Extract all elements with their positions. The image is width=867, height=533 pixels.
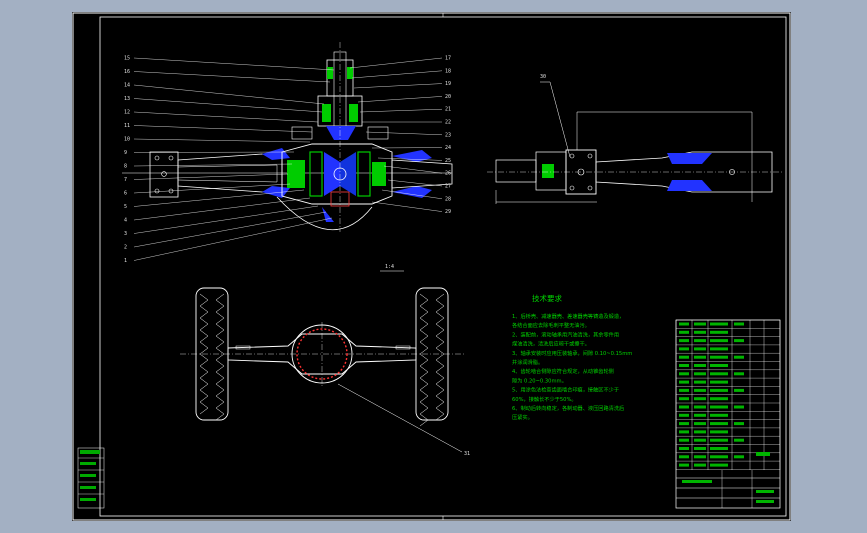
tech-req-line: 3、轴承安装时应用压装轴承，间隙 0.10~0.15mm — [512, 349, 632, 357]
part-number-label: 8 — [124, 164, 127, 170]
tech-req-line: 6、制动后转向稳定，各制动器、液压回路清洗后 — [512, 404, 624, 412]
part-number-label: 2 — [124, 245, 127, 251]
part-number-label: 25 — [445, 158, 451, 164]
part-number-label: 12 — [124, 110, 130, 116]
parts-list-table — [675, 319, 781, 509]
part-number-callouts-left: 15 16 14 13 12 11 10 9 8 7 6 5 4 3 2 1 — [124, 56, 335, 264]
part-number-label: 22 — [445, 120, 451, 126]
tech-req-line: 压紧实。 — [512, 413, 533, 421]
part-number-label: 14 — [124, 83, 130, 89]
part-number-label: 24 — [445, 145, 451, 151]
tech-req-line: 5、用涂色法检查齿面啮合印痕，接触区不少于 — [512, 386, 619, 394]
part-number-label: 13 — [124, 96, 130, 102]
part-number-label: 11 — [124, 123, 130, 129]
part-number-label: 3 — [124, 231, 127, 237]
revision-stamp-box — [77, 447, 105, 509]
tech-req-line: 60%，接触长不少于50%。 — [512, 395, 577, 403]
part-number-label: 1 — [124, 258, 127, 264]
tech-req-line: 煤油清洗，清洗后应晾干或擦干。 — [512, 340, 590, 348]
side-view-part-number: 30 — [540, 74, 546, 80]
axle-side-view: 30 — [487, 74, 782, 204]
part-number-label: 7 — [124, 177, 127, 183]
part-number-label: 4 — [124, 218, 127, 224]
scale-label: 1:4 — [385, 264, 394, 270]
outer-frame — [72, 12, 791, 521]
part-number-label: 29 — [445, 209, 451, 215]
right-tire — [415, 287, 449, 427]
tech-req-line: 4、齿轮啮合侧隙应符合规定，从动锥齿轮侧 — [512, 367, 614, 375]
left-tire — [195, 287, 229, 421]
part-number-label: 23 — [445, 132, 451, 138]
tech-req-title: 技术要求 — [532, 293, 562, 303]
part-number-label: 15 — [124, 56, 130, 62]
part-number-callouts-right: 17 18 19 20 21 22 23 24 25 26 27 28 29 — [349, 56, 451, 215]
part-number-label: 10 — [124, 137, 130, 143]
part-number-label: 19 — [445, 81, 451, 87]
tech-req-line: 2、装配前，滚动轴承用汽油清洗，其余零件用 — [512, 330, 619, 338]
axle-section-view — [122, 42, 453, 232]
part-number-label: 26 — [445, 171, 451, 177]
part-number-label: 17 — [445, 56, 451, 62]
part-number-label: 28 — [445, 196, 451, 202]
part-number-label: 20 — [445, 94, 451, 100]
tech-req-line: 1、后桥壳、减速器壳、差速器壳等铸造及锻造， — [512, 312, 624, 320]
part-number-label: 6 — [124, 191, 127, 197]
tech-req-line: 各结合面应去除毛刺平整无油污。 — [512, 321, 590, 329]
housing-part-number: 31 — [464, 451, 470, 457]
tech-req-line: 隙为 0.20~0.30mm。 — [512, 376, 567, 384]
axle-plan-view: 31 — [180, 287, 470, 457]
part-number-label: 27 — [445, 184, 451, 190]
tech-req-line: 并涂润滑脂。 — [512, 358, 543, 366]
part-number-label: 18 — [445, 68, 451, 74]
technical-requirements: 技术要求 1、后桥壳、减速器壳、差速器壳等铸造及锻造， 各结合面应去除毛刺平整无… — [512, 293, 632, 421]
part-number-label: 16 — [124, 69, 130, 75]
part-number-label: 5 — [124, 204, 127, 210]
part-number-label: 9 — [124, 150, 127, 156]
part-number-label: 21 — [445, 107, 451, 113]
